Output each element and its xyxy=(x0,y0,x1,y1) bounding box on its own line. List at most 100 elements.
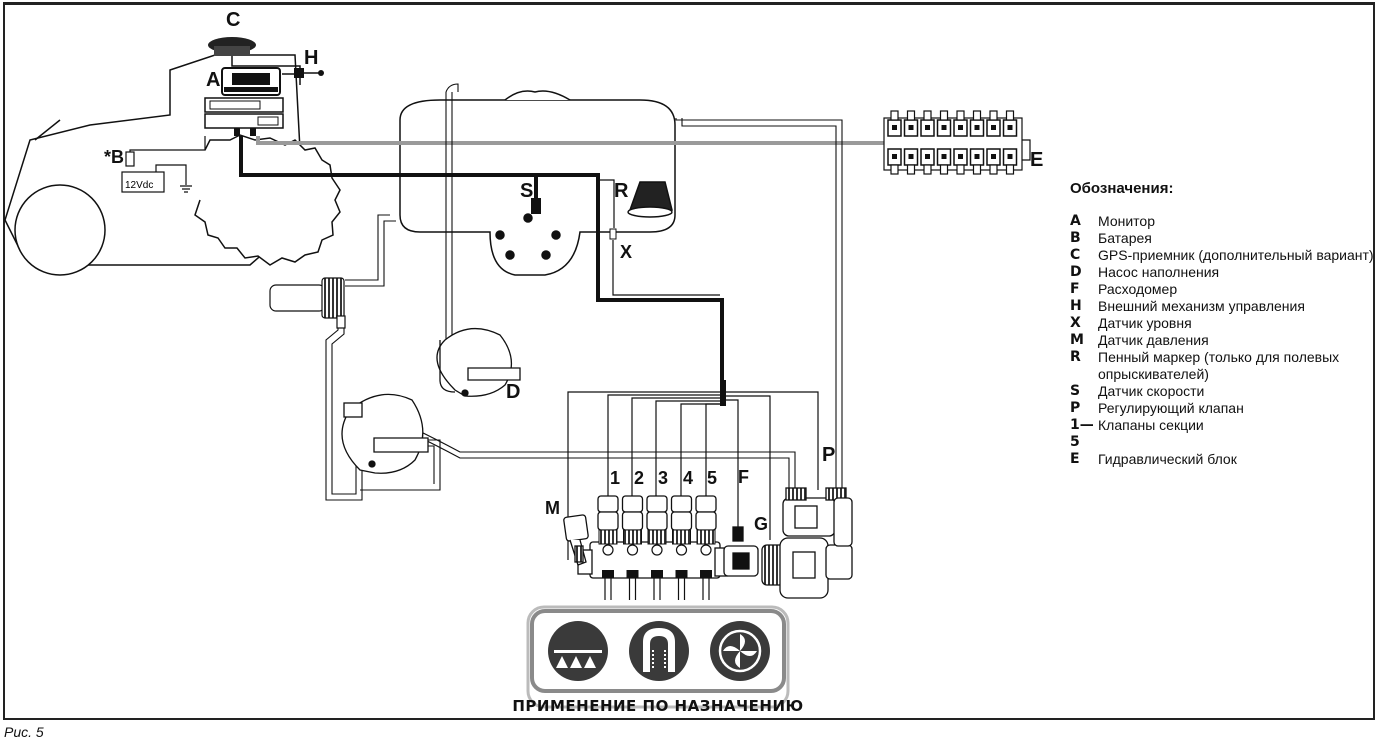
label-m: M xyxy=(545,498,560,518)
hydraulic-fitting xyxy=(923,110,932,121)
hydraulic-port xyxy=(958,125,963,130)
legend-key: X xyxy=(1070,315,1081,331)
label-d: D xyxy=(506,381,520,403)
hydraulic-port xyxy=(958,154,963,159)
nozzle-line xyxy=(628,578,637,600)
legend-key: C xyxy=(1070,247,1081,263)
application-panel xyxy=(526,605,790,709)
hydraulic-fitting xyxy=(890,164,899,175)
grey-cable xyxy=(256,136,884,145)
valve-port xyxy=(602,544,614,556)
legend-key: D xyxy=(1070,264,1082,280)
hydraulic-port xyxy=(892,125,897,130)
legend-key: E xyxy=(1070,451,1080,467)
boom-spray-icon xyxy=(548,621,608,681)
valve-coupling xyxy=(623,529,642,545)
hydraulic-port xyxy=(974,154,980,159)
legend-item: X Датчик уровня xyxy=(1070,315,1375,332)
hydraulic-fitting xyxy=(939,110,949,121)
legend-description: Внешний механизм управления xyxy=(1098,298,1305,314)
hydraulic-port xyxy=(941,125,947,130)
application-title: ПРИМЕНЕНИЕ ПО НАЗНАЧЕНИЮ xyxy=(512,697,803,715)
hydraulic-port xyxy=(925,125,930,130)
valve-port xyxy=(626,544,639,556)
hydraulic-port xyxy=(892,154,897,159)
cable-connector xyxy=(720,380,726,406)
hydraulic-port xyxy=(1007,154,1013,159)
valve-outlet xyxy=(675,570,688,578)
valve-actuator xyxy=(621,495,644,513)
label-section-2: 2 xyxy=(634,468,644,488)
label-p: P xyxy=(822,444,835,466)
valve-actuator xyxy=(670,495,693,513)
nozzle-outlets xyxy=(604,578,710,600)
valve-coupling xyxy=(647,529,667,545)
valve-body xyxy=(621,511,644,531)
label-b: *B xyxy=(104,147,124,167)
hydraulic-port xyxy=(908,154,914,159)
valve-port xyxy=(651,544,663,556)
hydraulic-fitting xyxy=(972,164,982,175)
legend-item: H Внешний механизм управления xyxy=(1070,298,1375,315)
label-c: C xyxy=(226,9,240,31)
hydraulic-port xyxy=(991,125,996,130)
hydraulic-cells xyxy=(887,110,1018,175)
hydraulic-port xyxy=(925,154,930,159)
legend-item: A Монитор xyxy=(1070,213,1375,230)
regulation-valve xyxy=(761,487,853,599)
legend-key: A xyxy=(1070,213,1081,229)
legend-description: Датчик давления xyxy=(1098,332,1209,348)
valve-outlet xyxy=(700,570,712,578)
label-e: E xyxy=(1030,149,1043,171)
hydraulic-fitting xyxy=(890,110,899,121)
valve-heads xyxy=(597,495,717,578)
legend-key: R xyxy=(1070,349,1081,365)
legend-item: C GPS-приемник (дополнительный вариант) xyxy=(1070,247,1375,264)
legend-description: Регулирующий клапан xyxy=(1098,400,1244,416)
label-s: S xyxy=(520,180,533,202)
hydraulic-fitting xyxy=(956,164,965,175)
label-section-3: 3 xyxy=(658,468,668,488)
legend-description: Батарея xyxy=(1098,230,1152,246)
valve-actuator xyxy=(695,495,717,513)
figure-frame xyxy=(3,2,1375,720)
valve-coupling xyxy=(696,529,716,545)
label-r: R xyxy=(614,180,629,202)
label-h: H xyxy=(304,47,318,69)
fan-spray-icon xyxy=(710,621,770,681)
legend-description: Монитор xyxy=(1098,213,1155,229)
label-g: G xyxy=(754,514,768,534)
main-cable xyxy=(239,136,724,385)
valve-outlet xyxy=(651,570,663,578)
label-a: A xyxy=(206,69,220,91)
section-wires xyxy=(567,391,819,560)
legend-description: Гидравлический блок xyxy=(1098,451,1237,467)
battery-voltage: 12Vdc xyxy=(125,180,153,191)
valve-actuator xyxy=(597,495,619,513)
valve-actuator xyxy=(646,495,668,513)
legend-description: Датчик уровня xyxy=(1098,315,1192,331)
hydraulic-fitting xyxy=(923,164,932,175)
legend-key: H xyxy=(1070,298,1082,314)
battery xyxy=(121,136,206,193)
legend-description: GPS-приемник (дополнительный вариант) xyxy=(1098,247,1374,263)
legend-key: 1—5 xyxy=(1070,417,1094,450)
legend-description: Расходомер xyxy=(1098,281,1178,297)
valve-body xyxy=(597,511,619,531)
nozzle-line xyxy=(653,578,661,600)
nozzle-line xyxy=(677,578,686,600)
hydraulic-port xyxy=(941,154,947,159)
fill-pump xyxy=(436,328,521,397)
legend-item: E Гидравлический блок xyxy=(1070,451,1375,468)
external-control xyxy=(282,68,324,78)
valve-body xyxy=(670,511,693,531)
hydraulic-port xyxy=(991,154,996,159)
valve-outlet xyxy=(626,570,639,578)
hydraulic-port xyxy=(974,125,980,130)
